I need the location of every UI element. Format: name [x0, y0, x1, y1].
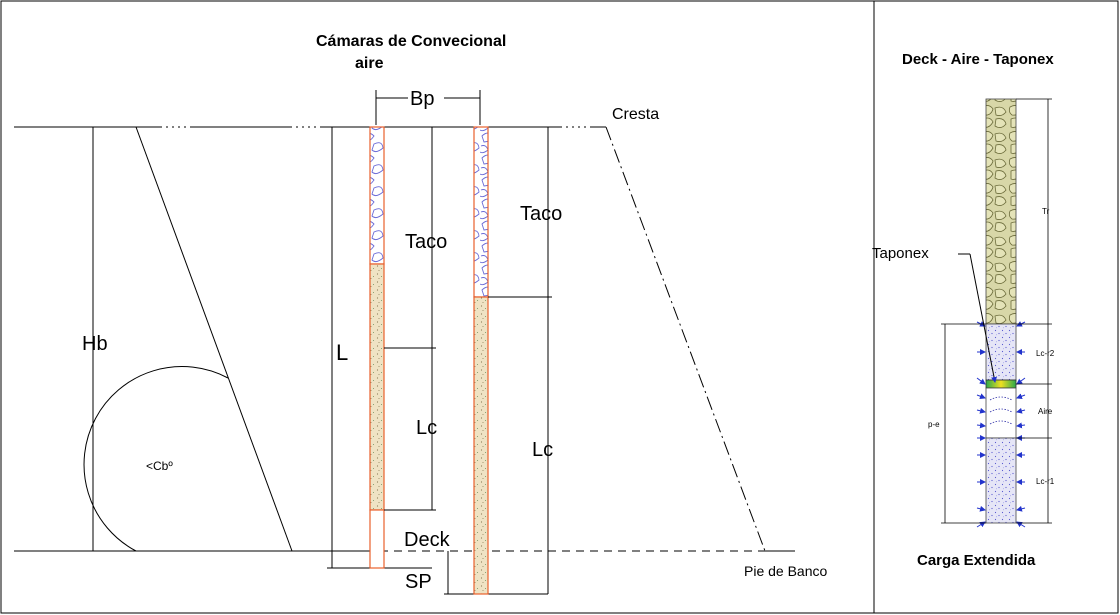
- taco-label-hole2: Taco: [520, 203, 562, 225]
- angle-label: <Cbº: [146, 459, 173, 473]
- lc-label-hole2: Lc: [532, 439, 553, 461]
- explosive-lower: [985, 437, 1017, 524]
- pie-de-banco-label: Pie de Banco: [744, 563, 827, 579]
- left-title-line1: Cámaras de Convecional: [316, 33, 506, 50]
- cresta-label: Cresta: [612, 106, 659, 123]
- deck-label: Deck: [404, 529, 451, 551]
- blast-hole-2: [473, 126, 489, 595]
- hb-label: Hb: [82, 333, 108, 355]
- bp-label: Bp: [410, 88, 434, 110]
- stemming-column: [985, 98, 1017, 325]
- taponex-label: Taponex: [872, 245, 929, 262]
- left-title-line2: aire: [355, 55, 384, 72]
- lc-r1-label: Lc-r1: [1036, 477, 1055, 486]
- slope-line: [135, 126, 293, 552]
- aire-label: Aire: [1038, 407, 1053, 416]
- lc-r2-label: Lc-r2: [1036, 349, 1055, 358]
- sp-label: SP: [405, 571, 432, 593]
- taponex-plug: [985, 379, 1017, 389]
- angle-arc: [83, 366, 229, 552]
- lc-label-hole1: Lc: [416, 417, 437, 439]
- tr-label: Tr: [1042, 207, 1050, 216]
- right-subtitle: Carga Extendida: [917, 552, 1036, 569]
- taco-label-hole1: Taco: [405, 231, 447, 253]
- bench-face-line: [605, 126, 766, 552]
- air-deck: [985, 387, 1017, 439]
- taponex-leader: [969, 253, 997, 383]
- explosive-upper: [985, 323, 1017, 381]
- right-title: Deck - Aire - Taponex: [902, 51, 1054, 68]
- l-label: L: [336, 340, 348, 365]
- pe-label: p-e: [928, 420, 940, 429]
- blast-hole-1: [369, 126, 385, 569]
